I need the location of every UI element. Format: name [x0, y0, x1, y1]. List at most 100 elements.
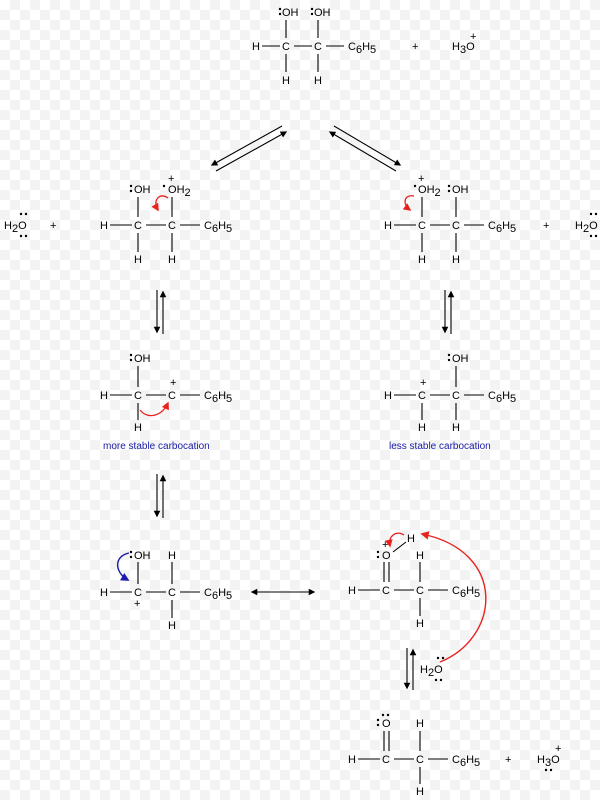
caption-less-stable: less stable carbocation	[389, 441, 491, 452]
svg-text:+: +	[134, 598, 140, 610]
svg-text:H: H	[407, 533, 415, 545]
equilibrium-arrow-left-2	[153, 474, 167, 518]
svg-text:H3O: H3O	[452, 41, 475, 56]
protonated-diol-left: H C C C6H5 OH OH2 + H H	[100, 173, 232, 266]
svg-text:H: H	[252, 41, 260, 53]
water-right: H2O	[575, 212, 598, 238]
svg-text:C6H5: C6H5	[452, 585, 480, 600]
svg-text:C6H5: C6H5	[452, 754, 480, 769]
svg-text:+: +	[170, 377, 176, 389]
caption-more-stable: more stable carbocation	[103, 441, 210, 452]
svg-text:C6H5: C6H5	[348, 41, 376, 56]
svg-text:H: H	[452, 422, 460, 434]
svg-text:OH: OH	[134, 550, 151, 562]
svg-text:C6H5: C6H5	[488, 390, 516, 405]
svg-text:H: H	[168, 550, 176, 562]
svg-text:C: C	[168, 587, 176, 599]
svg-text:H2O: H2O	[575, 220, 598, 235]
red-arrow-water-attack	[420, 531, 487, 663]
equilibrium-arrow-right-1	[441, 290, 455, 334]
svg-text:C: C	[168, 220, 176, 232]
water-left: H2O	[4, 212, 28, 238]
svg-text:H: H	[168, 254, 176, 266]
svg-text:OH: OH	[452, 184, 469, 196]
carbocation-more-stable: H C C + C6H5 OH H	[100, 353, 232, 434]
svg-text:C: C	[134, 220, 142, 232]
svg-text:C: C	[134, 390, 142, 402]
svg-text:+: +	[382, 539, 388, 551]
svg-text:C: C	[134, 587, 142, 599]
svg-text:OH: OH	[134, 353, 151, 365]
svg-text:C: C	[416, 754, 424, 766]
svg-text:C: C	[452, 390, 460, 402]
equilibrium-arrow-top-right	[328, 125, 402, 172]
svg-text:H: H	[314, 75, 322, 87]
svg-text:H: H	[416, 786, 424, 798]
svg-text:OH2: OH2	[418, 184, 441, 199]
svg-text:H: H	[418, 254, 426, 266]
svg-text:C: C	[418, 390, 426, 402]
plus-sign: +	[543, 220, 549, 232]
svg-text:OH2: OH2	[168, 184, 191, 199]
svg-text:+: +	[418, 173, 424, 185]
svg-text:O: O	[382, 718, 391, 730]
equilibrium-arrow-top-left	[210, 125, 288, 172]
svg-text:C: C	[314, 41, 322, 53]
svg-text:H: H	[384, 220, 392, 232]
svg-text:H: H	[134, 254, 142, 266]
svg-text:C: C	[168, 390, 176, 402]
resonance-form-oxocarbenium: H C C C6H5 O + H H H	[348, 533, 480, 630]
product-aldehyde: H C C C6H5 O H H	[348, 713, 480, 798]
svg-text:H: H	[348, 585, 356, 597]
svg-text:OH: OH	[134, 184, 151, 196]
svg-text:H: H	[168, 620, 176, 632]
svg-text:C: C	[452, 220, 460, 232]
svg-text:C: C	[418, 220, 426, 232]
svg-text:C6H5: C6H5	[204, 390, 232, 405]
plus-sign: +	[505, 754, 511, 766]
svg-text:H: H	[348, 754, 356, 766]
svg-text:H3O: H3O	[537, 754, 560, 769]
svg-text:H: H	[416, 550, 424, 562]
carbocation-less-stable: H C + C C6H5 OH H H	[384, 353, 516, 434]
svg-text:+: +	[555, 743, 561, 755]
svg-text:C: C	[416, 585, 424, 597]
hydronium-top: H3O +	[452, 31, 476, 56]
red-arrow-deprotonation-bond	[384, 532, 405, 548]
svg-text:H: H	[384, 390, 392, 402]
water-base: H2O	[420, 656, 445, 682]
svg-text:H: H	[100, 220, 108, 232]
svg-text:C: C	[382, 754, 390, 766]
svg-text:OH: OH	[282, 7, 299, 19]
svg-text:C: C	[282, 41, 290, 53]
hydronium-bottom: H3O +	[537, 743, 561, 772]
svg-text:+: +	[470, 31, 476, 43]
red-arrow-bond-break-left	[151, 195, 169, 212]
svg-text:H2O: H2O	[4, 220, 27, 235]
svg-text:OH: OH	[314, 7, 331, 19]
svg-text:H: H	[134, 422, 142, 434]
svg-text:H: H	[452, 254, 460, 266]
svg-text:H2O: H2O	[420, 664, 443, 679]
svg-text:OH: OH	[452, 353, 469, 365]
svg-text:H: H	[416, 618, 424, 630]
equilibrium-arrow-left-1	[153, 290, 167, 334]
red-arrow-hydride-shift	[139, 401, 169, 417]
svg-text:O: O	[382, 550, 391, 562]
plus-sign: +	[50, 220, 56, 232]
red-arrow-bond-break-right	[402, 195, 415, 211]
svg-text:C6H5: C6H5	[204, 587, 232, 602]
plus-sign: +	[412, 41, 418, 53]
svg-text:H: H	[100, 587, 108, 599]
protonated-diol-right: H C C C6H5 OH2 + OH H H	[384, 173, 516, 266]
svg-text:H: H	[282, 75, 290, 87]
svg-text:+: +	[420, 377, 426, 389]
svg-text:C6H5: C6H5	[204, 220, 232, 235]
resonance-form-carbocation: H C + C C6H5 OH H H	[100, 550, 232, 632]
svg-text:C: C	[382, 585, 390, 597]
svg-text:H: H	[416, 718, 424, 730]
svg-text:+: +	[168, 173, 174, 185]
svg-text:H: H	[100, 390, 108, 402]
svg-text:H: H	[418, 422, 426, 434]
